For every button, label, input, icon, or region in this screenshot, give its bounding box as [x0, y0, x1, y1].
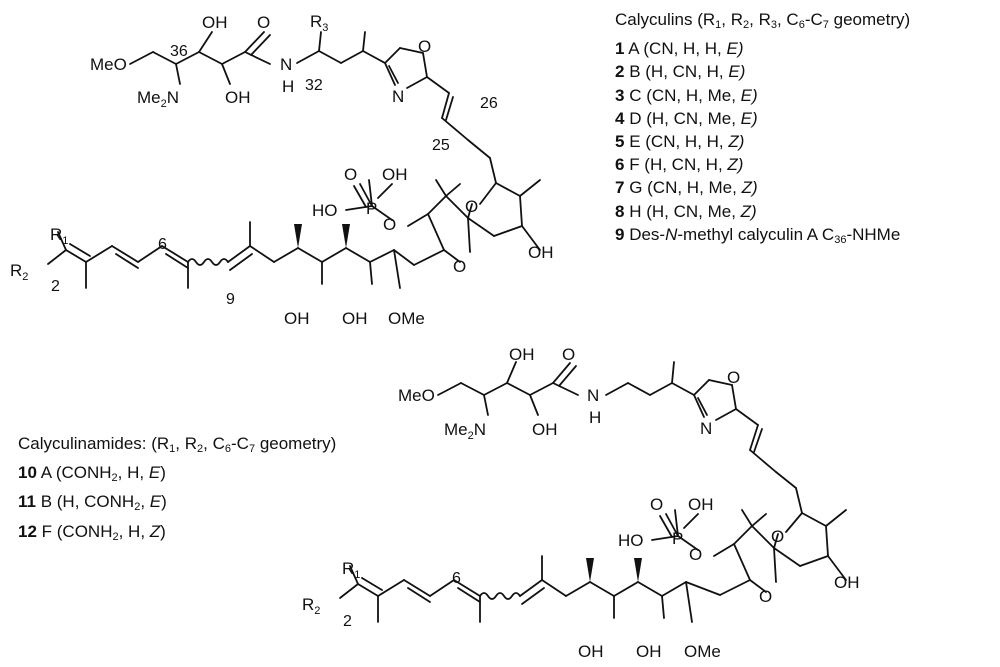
calyculin-entry-2: 2 B (H, CN, H, E)	[615, 62, 746, 82]
top-oh-bottom: OH	[225, 88, 251, 107]
top-phos-o: O	[344, 165, 357, 184]
calyculinamide-entry-10: 10 A (CONH2, H, E)	[18, 463, 166, 485]
bottom-oh-bottom: OH	[532, 420, 558, 439]
top-spiro-o1: O	[465, 197, 478, 216]
top-phos-p: P	[366, 199, 377, 218]
top-ome: OMe	[388, 309, 425, 328]
bottom-oxazole-o: O	[727, 368, 740, 387]
bottom-atom-labels: OH O MeO Me2N OH N H O N O OH P HO O O O…	[302, 345, 860, 661]
top-side-chain	[129, 31, 491, 159]
top-c26-label: 26	[480, 95, 498, 112]
calyculin-structure: OH O MeO 36 Me2N OH N H 32 R3 O N 26 25 …	[10, 12, 554, 328]
bottom-ring-oh: OH	[834, 573, 860, 592]
calyculins-legend-header: Calyculins (R1, R2, R3, C6-C7 geometry)	[615, 10, 911, 31]
calyculinamides-legend: Calyculinamides: (R1, R2, C6-C7 geometry…	[18, 432, 336, 549]
top-r1: R1	[50, 225, 68, 247]
top-phos-link-o: O	[383, 215, 396, 234]
bottom-phos-link-o: O	[689, 545, 702, 564]
top-ring-system	[345, 157, 541, 266]
bottom-polyene-chain	[339, 555, 721, 623]
calyculin-entry-1: 1 A (CN, H, H, E)	[615, 39, 744, 59]
bottom-c6-label: 6	[452, 570, 461, 587]
bottom-oh-b: OH	[636, 642, 662, 661]
bottom-phos-oh: OH	[688, 495, 714, 514]
bottom-r1: R1	[342, 559, 360, 581]
top-r3: R3	[310, 12, 328, 34]
top-oh-b: OH	[342, 309, 368, 328]
calyculinamides-legend-header: Calyculinamides: (R1, R2, C6-C7 geometry…	[18, 434, 337, 455]
calyculinamide-structure: OH O MeO Me2N OH N H O N O OH P HO O O O…	[302, 345, 860, 661]
calyculin-entry-3: 3 C (CN, H, Me, E)	[615, 85, 758, 105]
top-oh-a: OH	[284, 309, 310, 328]
top-nh-h: H	[282, 77, 294, 96]
top-meo: MeO	[90, 55, 127, 74]
calyculin-entry-8: 8 H (H, CN, Me, Z)	[615, 201, 757, 221]
top-r2: R2	[10, 261, 28, 283]
bottom-r2: R2	[302, 595, 320, 617]
bottom-phos-o: O	[650, 495, 663, 514]
top-spiro-o2: O	[453, 257, 466, 276]
bottom-oxazole-n: N	[700, 419, 712, 438]
bottom-nh-h: H	[589, 408, 601, 427]
calyculin-entry-4: 4 D (H, CN, Me, E)	[615, 108, 758, 128]
top-me2n: Me2N	[137, 88, 179, 110]
calyculinamide-entry-11: 11 B (H, CONH2, E)	[18, 492, 167, 514]
top-c6-label: 6	[158, 236, 167, 253]
bottom-ring-system	[651, 487, 847, 596]
bottom-spiro-o2: O	[759, 587, 772, 606]
bottom-oh-a: OH	[578, 642, 604, 661]
top-c2-label: 2	[51, 278, 60, 295]
bottom-c2-label: 2	[343, 613, 352, 630]
top-phos-oh: OH	[382, 165, 408, 184]
top-c36-label: 36	[170, 43, 188, 60]
top-c32-label: 32	[305, 77, 323, 94]
calyculin-entry-5: 5 E (CN, H, H, Z)	[615, 132, 745, 152]
bottom-oh-top: OH	[509, 345, 535, 364]
bottom-o-carbonyl: O	[562, 345, 575, 364]
calyculinamide-entry-12: 12 F (CONH2, H, Z)	[18, 521, 166, 543]
top-oh-top: OH	[202, 13, 228, 32]
top-atom-labels: OH O MeO 36 Me2N OH N H 32 R3 O N 26 25 …	[10, 12, 554, 328]
top-nh-n: N	[280, 55, 292, 74]
calyculin-entry-9: 9 Des-N-methyl calyculin A C36-NHMe	[615, 224, 901, 246]
top-oxazole-n: N	[392, 87, 404, 106]
bottom-side-chain	[437, 361, 797, 489]
bottom-nh-n: N	[587, 386, 599, 405]
bottom-meo: MeO	[398, 386, 435, 405]
top-o-carbonyl: O	[257, 13, 270, 32]
top-c25-label: 25	[432, 137, 450, 154]
calyculins-legend: Calyculins (R1, R2, R3, C6-C7 geometry) …	[615, 8, 910, 252]
top-c9-label: 9	[226, 291, 235, 308]
bottom-phos-ho: HO	[618, 531, 644, 550]
top-phos-ho: HO	[312, 201, 338, 220]
top-ring-oh: OH	[528, 243, 554, 262]
top-oxazole-o: O	[418, 37, 431, 56]
bottom-spiro-o1: O	[771, 527, 784, 546]
calyculin-entry-6: 6 F (H, CN, H, Z)	[615, 155, 744, 175]
bottom-phos-p: P	[672, 529, 683, 548]
calyculin-entry-7: 7 G (CN, H, Me, Z)	[615, 178, 758, 198]
top-polyene-chain	[47, 221, 415, 289]
bottom-me2n: Me2N	[444, 420, 486, 442]
bottom-ome: OMe	[684, 642, 721, 661]
